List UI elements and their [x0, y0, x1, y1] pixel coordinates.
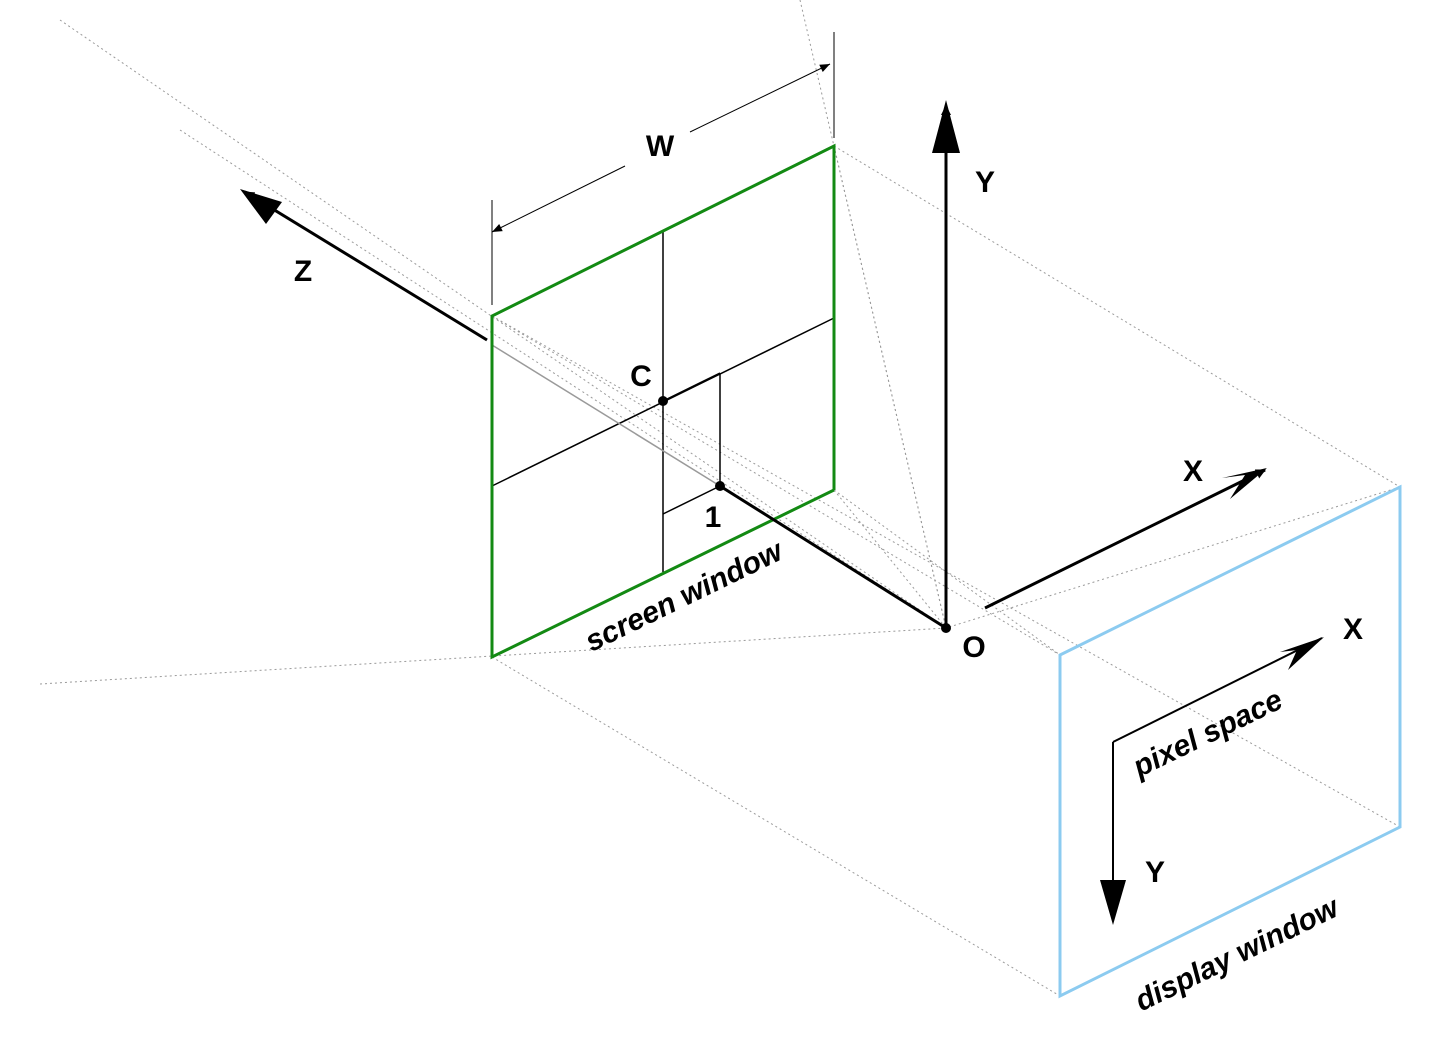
pixel-x-label: X	[1343, 613, 1363, 646]
axis-arrowheads	[240, 100, 1267, 499]
z-axis	[244, 190, 488, 342]
pixel-y-label: Y	[1145, 856, 1165, 889]
x-arrowhead	[1222, 468, 1267, 499]
projection-guides	[39, 0, 1401, 997]
width-dimension	[491, 32, 835, 305]
world-axes	[244, 105, 1266, 630]
pixel-space-label: pixel space	[1127, 683, 1288, 784]
x-axis-label: X	[1183, 455, 1203, 488]
pixel-y-arrowhead	[1100, 880, 1126, 925]
center-point	[658, 396, 668, 406]
y-arrowhead	[932, 100, 960, 153]
view-ray	[491, 344, 721, 487]
origin-label: O	[962, 631, 985, 664]
origin-point	[941, 623, 951, 633]
screen-window-label: screen window	[580, 534, 789, 659]
display-window-frame	[1058, 484, 1402, 999]
points	[658, 396, 951, 633]
center-label: C	[630, 360, 652, 393]
x-axis	[984, 468, 1266, 610]
unit-point	[715, 481, 725, 491]
display-window-label: display window	[1130, 890, 1345, 1018]
z-axis-label: Z	[294, 255, 312, 288]
camera-to-origin-axis	[719, 484, 947, 630]
pixel-x-arrowhead	[1280, 637, 1324, 670]
z-arrowhead	[240, 189, 282, 224]
pixel-arrowheads	[1100, 637, 1324, 925]
y-axis-label: Y	[975, 166, 995, 199]
unit-label: 1	[705, 501, 722, 534]
width-label: W	[646, 130, 675, 163]
screen-window-frame	[490, 143, 836, 660]
